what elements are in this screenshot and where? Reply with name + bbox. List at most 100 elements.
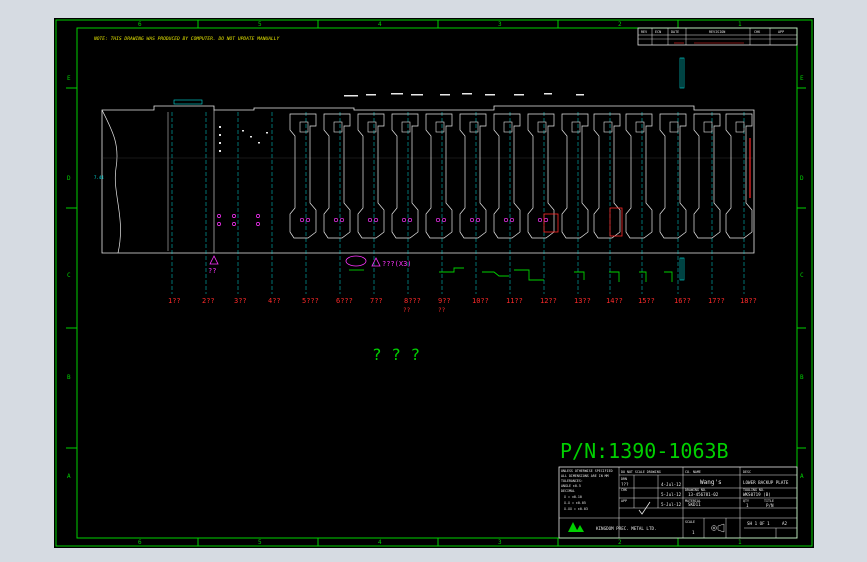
cavity-pocket (537, 121, 547, 133)
scale-label: SCALE (685, 520, 695, 524)
qty-label: QTY (743, 499, 749, 503)
station-label: 4?? (268, 297, 281, 305)
chk-label: CHK (621, 488, 627, 492)
projection-symbol-icon (711, 523, 725, 533)
cavity-pocket (669, 121, 679, 133)
zone-number-bottom: 5 (258, 539, 262, 546)
pilot-hole (305, 217, 311, 223)
pilot-hole (441, 217, 447, 223)
inner-frame (76, 27, 798, 539)
marker-rect (543, 213, 559, 233)
tb-note: X = ±0.10 (564, 495, 582, 499)
pilot-hole (339, 217, 345, 223)
forming-cavity (659, 113, 687, 239)
center-note: ? ? ? (372, 345, 420, 364)
zone-letter-left: B (67, 374, 71, 381)
revision-block: REV ECN DATE REVISION CHK APP (637, 27, 798, 46)
zone-letter-right: D (800, 175, 804, 182)
zone-number-top: 3 (498, 21, 502, 28)
company-logo-icon (568, 522, 584, 532)
cavity-pocket (401, 121, 411, 133)
part-number: P/N:1390-1063B (560, 439, 729, 463)
pilot-hole (333, 217, 339, 223)
material: SKD11 (688, 502, 701, 507)
title-value: P/N (766, 503, 774, 508)
station-label: 7?? (370, 297, 383, 305)
zone-letter-left: A (67, 473, 71, 480)
station-label: 13?? (574, 297, 591, 305)
qty: 1 (746, 503, 749, 508)
forming-cavity (625, 113, 653, 239)
pilot-hole (299, 217, 305, 223)
pilot-holes (217, 214, 260, 226)
zone-labels: 6 5 4 3 2 1 6 5 4 3 2 1 E D C B A E D C … (67, 21, 804, 546)
do-not-scale: DO NOT SCALE DRAWING (621, 470, 661, 474)
zone-letter-right: E (800, 75, 804, 82)
station-label: 14?? (606, 297, 623, 305)
zone-letter-left: D (67, 175, 71, 182)
chk-date: 5-Jul-12 (661, 492, 682, 497)
zone-letter-left: C (67, 272, 71, 279)
station-label: 2?? (202, 297, 215, 305)
co-name: Wang's (700, 479, 722, 486)
zone-number-top: 2 (618, 21, 622, 28)
cavity-pocket (333, 121, 343, 133)
station-label: 8??? (404, 297, 421, 305)
desc-label: DESC (743, 470, 751, 474)
marker-rect (609, 207, 623, 237)
tb-note: DECIMAL (561, 489, 575, 493)
station-label: 12?? (540, 297, 557, 305)
tooling-no-label: TOOLING NO. (743, 488, 765, 492)
zone-ticks (66, 20, 806, 546)
station-label: 9?? (438, 297, 451, 305)
pilot-hole (401, 217, 407, 223)
sheet: SH 1 OF 1 (747, 521, 770, 526)
pilot-hole (543, 217, 549, 223)
station-label: 11?? (506, 297, 523, 305)
station-label: 15?? (638, 297, 655, 305)
zone-number-bottom: 3 (498, 539, 502, 546)
cad-drawing: 6 5 4 3 2 1 6 5 4 3 2 1 E D C B A E D C … (55, 19, 813, 547)
zone-number-bottom: 2 (618, 539, 622, 546)
zone-number-top: 4 (378, 21, 382, 28)
station-label: 6??? (336, 297, 353, 305)
rev-header: CHK (754, 30, 761, 34)
strip-profile (349, 267, 673, 282)
material-label: MATERIAL (685, 499, 701, 503)
station-label: 17?? (708, 297, 725, 305)
station-labels: 1??2??3??4??5???6???7??8???9??10??11??12… (168, 297, 757, 305)
rev-header: ECN (655, 30, 661, 34)
mid-callout: ???(X3) (345, 255, 412, 268)
top-dim-box (173, 99, 203, 105)
title-block: UNLESS OTHERWISE SPECIFIED ALL DIMENSION… (558, 466, 798, 539)
plate-outline (101, 105, 755, 254)
zone-number-bottom: 1 (738, 539, 742, 546)
cavity-pocket (469, 121, 479, 133)
check-mark-icon (638, 501, 651, 515)
cavity-pocket (299, 121, 309, 133)
zone-letter-right: C (800, 272, 804, 279)
zone-number-top: 6 (138, 21, 142, 28)
tb-note: TOLERANCES: (561, 479, 583, 483)
desc: LOWER BACKUP PLATE (743, 480, 789, 485)
hole-pattern (219, 126, 268, 152)
cavity-pocket (735, 121, 745, 133)
drawing-no: 13-456781-02 (688, 492, 719, 497)
cavity-pocket (703, 121, 713, 133)
drawing-sheet: 6 5 4 3 2 1 6 5 4 3 2 1 E D C B A E D C … (54, 18, 814, 548)
station-label: 3?? (234, 297, 247, 305)
drawing-no-label: DRAWING NO. (685, 488, 707, 492)
mid-callout-text: ???(X3) (382, 260, 412, 268)
pilot-hole (537, 217, 543, 223)
forming-cavity (289, 113, 317, 239)
forming-cavity (357, 113, 385, 239)
pilot-hole (503, 217, 509, 223)
pilot-hole (469, 217, 475, 223)
pilot-hole (407, 217, 413, 223)
company-name: KINGDOM PREC. METAL LTD. (596, 526, 657, 531)
tb-note: ANGLE ±0.5 (561, 484, 581, 488)
zone-number-top: 1 (738, 21, 742, 28)
forming-cavity (561, 113, 589, 239)
cavity-pocket (435, 121, 445, 133)
forming-cavity (527, 113, 555, 239)
